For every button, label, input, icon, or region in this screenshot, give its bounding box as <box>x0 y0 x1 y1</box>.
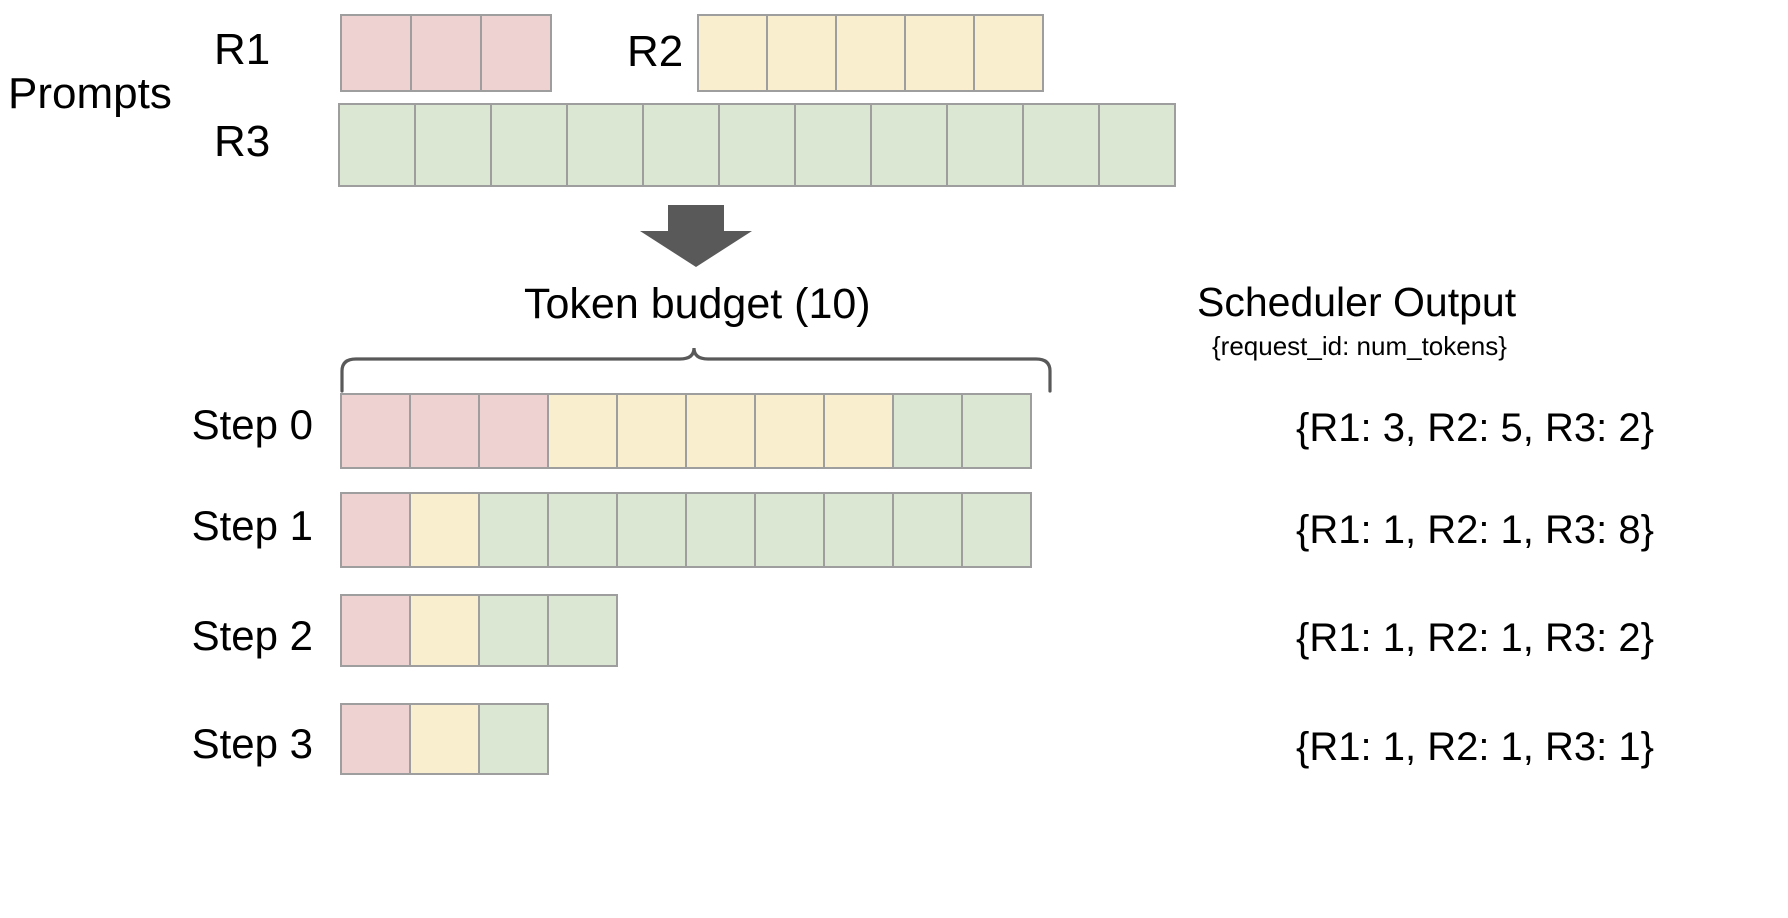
token-cell-r1 <box>478 393 549 469</box>
token-cell-r3 <box>685 492 756 568</box>
step-label-1: Step 1 <box>191 502 313 549</box>
token-cell-r2 <box>685 393 756 469</box>
token-cell-r2 <box>973 14 1044 92</box>
token-cell-r2 <box>754 393 825 469</box>
token-cell-r3 <box>1022 103 1100 187</box>
token-cell-r2 <box>697 14 768 92</box>
token-cell-r3 <box>961 492 1032 568</box>
token-cell-r3 <box>794 103 872 187</box>
token-cell-r2 <box>823 393 894 469</box>
scheduler-output-line-2: {R1: 1, R2: 1, R3: 2} <box>1296 616 1654 660</box>
token-cell-r1 <box>340 703 411 775</box>
token-cell-r1 <box>340 594 411 667</box>
token-cell-r3 <box>1098 103 1176 187</box>
token-budget-title: Token budget (10) <box>524 280 871 328</box>
token-cell-r3 <box>961 393 1032 469</box>
scheduler-output-title: Scheduler Output <box>1197 279 1517 325</box>
step-token-strip-1 <box>340 492 1032 568</box>
token-cell-r3 <box>616 492 687 568</box>
step-label-3: Step 3 <box>191 720 313 767</box>
step-label-0: Step 0 <box>191 401 313 448</box>
token-cell-r2 <box>835 14 906 92</box>
request-label-r2: R2 <box>627 27 684 76</box>
scheduler-output-line-1: {R1: 1, R2: 1, R3: 8} <box>1296 508 1654 552</box>
token-cell-r2 <box>616 393 687 469</box>
step-label-2: Step 2 <box>191 612 313 659</box>
token-cell-r1 <box>409 393 480 469</box>
prompt-strip-r3 <box>338 103 1176 187</box>
token-cell-r3 <box>566 103 644 187</box>
token-cell-r2 <box>547 393 618 469</box>
token-cell-r2 <box>409 703 480 775</box>
token-cell-r3 <box>870 103 948 187</box>
token-cell-r3 <box>892 492 963 568</box>
prompts-section-label: Prompts <box>8 69 172 118</box>
token-cell-r1 <box>340 14 412 92</box>
token-cell-r3 <box>547 594 618 667</box>
token-cell-r3 <box>414 103 492 187</box>
token-cell-r3 <box>338 103 416 187</box>
token-cell-r2 <box>409 492 480 568</box>
request-label-r1: R1 <box>214 25 271 74</box>
scheduler-output-line-3: {R1: 1, R2: 1, R3: 1} <box>1296 725 1654 769</box>
token-cell-r3 <box>490 103 568 187</box>
prompt-strip-r1 <box>340 14 552 92</box>
token-cell-r1 <box>340 393 411 469</box>
token-cell-r1 <box>480 14 552 92</box>
token-cell-r3 <box>754 492 825 568</box>
curly-brace-icon <box>340 345 1052 393</box>
step-token-strip-0 <box>340 393 1032 469</box>
token-cell-r3 <box>642 103 720 187</box>
scheduler-output-subtitle: {request_id: num_tokens} <box>1212 331 1507 361</box>
down-arrow-icon <box>636 205 756 267</box>
token-cell-r3 <box>718 103 796 187</box>
prompt-strip-r2 <box>697 14 1044 92</box>
scheduler-output-line-0: {R1: 3, R2: 5, R3: 2} <box>1296 406 1654 450</box>
token-cell-r1 <box>340 492 411 568</box>
token-cell-r2 <box>409 594 480 667</box>
token-cell-r3 <box>892 393 963 469</box>
request-label-r3: R3 <box>214 117 271 166</box>
token-cell-r3 <box>478 594 549 667</box>
token-cell-r3 <box>547 492 618 568</box>
token-cell-r3 <box>823 492 894 568</box>
token-cell-r3 <box>478 703 549 775</box>
token-cell-r2 <box>904 14 975 92</box>
token-cell-r3 <box>946 103 1024 187</box>
step-token-strip-3 <box>340 703 549 775</box>
token-cell-r1 <box>410 14 482 92</box>
token-cell-r3 <box>478 492 549 568</box>
token-cell-r2 <box>766 14 837 92</box>
step-token-strip-2 <box>340 594 618 667</box>
